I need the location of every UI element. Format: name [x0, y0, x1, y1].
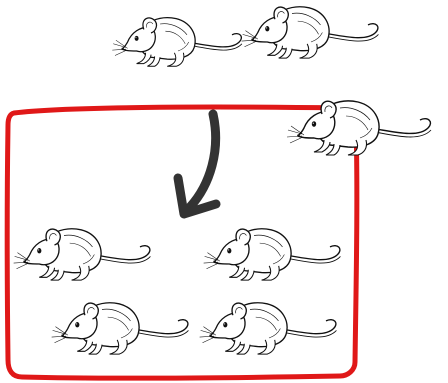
- inside-mouse: [198, 302, 338, 355]
- inside-mouse: [12, 228, 152, 281]
- curved-arrow-down-left-icon: [173, 109, 221, 219]
- inside-mouse: [202, 228, 342, 281]
- outside-mouse: [240, 6, 380, 59]
- inside-mouse: [50, 302, 190, 355]
- outside-mouse: [111, 17, 243, 67]
